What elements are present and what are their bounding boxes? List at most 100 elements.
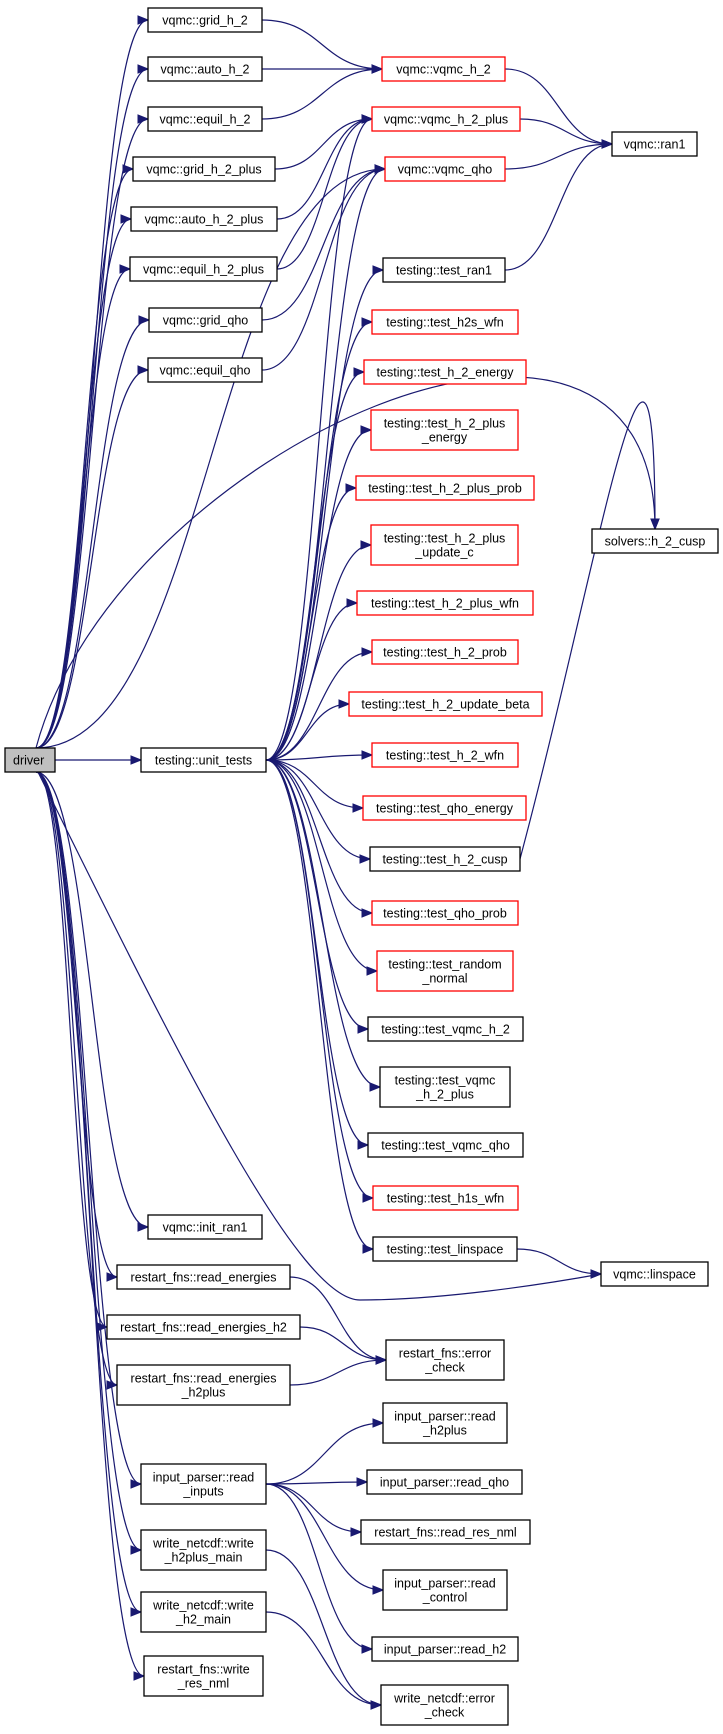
node-box [140,1591,267,1633]
node-test-h-2-update-beta[interactable]: testing::test_h_2_update_beta [348,691,543,717]
node-vqmc-qho[interactable]: vqmc::vqmc_qho [384,156,506,182]
node-label: testing::test_ran1 [396,264,492,278]
node-read-energies-h2plus[interactable]: restart_fns::read_energies_h2plus [116,1364,291,1406]
node-box [382,257,506,283]
edge-line [261,68,383,120]
node-test-linspace[interactable]: testing::test_linspace [372,1236,518,1262]
edge-read_inputs-to-read_h2plus [265,1418,385,1485]
node-unit-tests[interactable]: testing::unit_tests [140,747,267,773]
edge-line [265,429,372,761]
arrowhead [352,803,365,813]
node-read-qho[interactable]: input_parser::read_qho [366,1469,523,1495]
node-label: _h_2_plus [415,1088,474,1102]
edge-line [35,168,386,749]
edge-unit_tests-to-test_h_2_plus_wfn [265,598,359,761]
edge-line [265,759,373,914]
node-box [140,1529,267,1571]
node-read-h2plus[interactable]: input_parser::read_h2plus [382,1402,508,1444]
node-label: testing::test_h2s_wfn [386,316,503,330]
node-test-h-2-plus-prob[interactable]: testing::test_h_2_plus_prob [355,475,535,501]
node-equil-qho[interactable]: vqmc::equil_qho [147,357,263,383]
node-test-random-normal[interactable]: testing::test_random_normal [376,950,514,992]
node-test-vqmc-h-2[interactable]: testing::test_vqmc_h_2 [367,1016,524,1042]
node-box [143,1655,264,1697]
node-test-h-2-plus-wfn[interactable]: testing::test_h_2_plus_wfn [356,590,534,616]
edge-vqmc_h_2_plus-to-ran1 [519,118,614,149]
node-auto-h-2-plus[interactable]: vqmc::auto_h_2_plus [130,206,278,232]
node-write-h2plus-main[interactable]: write_netcdf::write_h2plus_main [140,1529,267,1571]
node-h-2-cusp[interactable]: solvers::h_2_cusp [591,528,719,554]
node-test-h2s-wfn[interactable]: testing::test_h2s_wfn [371,309,519,335]
node-test-vqmc-h-2-plus[interactable]: testing::test_vqmc_h_2_plus [379,1066,511,1108]
node-test-h-2-plus-update-c[interactable]: testing::test_h_2_plus_update_c [370,524,519,566]
arrowhead [130,1479,143,1489]
node-test-h-2-cusp[interactable]: testing::test_h_2_cusp [369,846,521,872]
node-test-qho-prob[interactable]: testing::test_qho_prob [371,900,519,926]
node-ran1[interactable]: vqmc::ran1 [611,131,698,157]
node-equil-h-2-plus[interactable]: vqmc::equil_h_2_plus [129,256,278,282]
node-label: testing::unit_tests [155,754,252,768]
node-test-h-2-prob[interactable]: testing::test_h_2_prob [371,639,519,665]
node-box [140,747,267,773]
arrowhead [370,1700,383,1710]
node-write-h2-main[interactable]: write_netcdf::write_h2_main [140,1591,267,1633]
node-nc-error-check[interactable]: write_netcdf::error_check [380,1684,509,1726]
arrowhead [130,1545,143,1555]
node-box [379,1066,511,1108]
node-equil-h-2[interactable]: vqmc::equil_h_2 [147,106,263,132]
node-read-energies-h2[interactable]: restart_fns::read_energies_h2 [106,1314,301,1340]
node-read-inputs[interactable]: input_parser::read_inputs [140,1463,267,1505]
node-driver[interactable]: driver [4,747,56,773]
node-test-h-2-energy[interactable]: testing::test_h_2_energy [363,359,527,385]
node-box [371,742,519,768]
arrowhead [350,1527,363,1537]
node-label: testing::test_vqmc_h_2 [381,1023,510,1037]
node-label: restart_fns::error [399,1347,491,1361]
node-init-ran1[interactable]: vqmc::init_ran1 [147,1214,263,1240]
arrowhead [360,425,373,435]
node-box [362,795,527,821]
node-linspace[interactable]: vqmc::linspace [600,1261,709,1287]
node-vqmc-h-2[interactable]: vqmc::vqmc_h_2 [381,56,506,82]
arrowhead [650,518,660,531]
node-read-energies[interactable]: restart_fns::read_energies [116,1264,291,1290]
node-test-h1s-wfn[interactable]: testing::test_h1s_wfn [372,1185,519,1211]
node-test-ran1[interactable]: testing::test_ran1 [382,257,506,283]
arrowhead [119,264,132,274]
edge-line [265,118,373,761]
node-grid-qho[interactable]: vqmc::grid_qho [148,307,263,333]
node-label: testing::test_h_2_energy [377,366,515,380]
node-label: testing::test_h_2_plus_wfn [371,597,519,611]
node-read-res-nml[interactable]: restart_fns::read_res_nml [360,1519,531,1545]
node-read-control[interactable]: input_parser::read_control [382,1569,508,1611]
edge-driver-to-equil_h_2_plus [35,264,132,749]
node-label: solvers::h_2_cusp [605,535,706,549]
edge-driver-to-read_inputs [35,771,143,1489]
node-auto-h-2[interactable]: vqmc::auto_h_2 [147,56,263,82]
edge-vqmc_qho-to-ran1 [504,139,614,170]
node-label: vqmc::equil_qho [159,364,250,378]
node-test-qho-energy[interactable]: testing::test_qho_energy [362,795,527,821]
node-vqmc-h-2-plus[interactable]: vqmc::vqmc_h_2_plus [371,106,521,132]
node-grid-h-2[interactable]: vqmc::grid_h_2 [147,7,263,33]
edge-driver-to-auto_h_2 [35,64,150,749]
node-label: testing::test_h_2_plus_prob [368,482,522,496]
node-test-h-2-plus-energy[interactable]: testing::test_h_2_plus_energy [370,409,519,451]
node-box [372,1185,519,1211]
node-grid-h-2-plus[interactable]: vqmc::grid_h_2_plus [132,156,276,182]
node-test-h-2-wfn[interactable]: testing::test_h_2_wfn [371,742,519,768]
edge-line [35,771,142,1485]
arrowhead [372,1418,385,1428]
node-read-h2[interactable]: input_parser::read_h2 [371,1636,519,1662]
edge-line [265,651,373,761]
node-error-check[interactable]: restart_fns::error_check [385,1339,505,1381]
edge-driver-to-grid_h_2_plus [35,164,135,749]
arrowhead [375,1355,388,1365]
edge-test_h_2_cusp-to-h_2_cusp [519,401,660,860]
node-label: testing::test_random [388,958,501,972]
node-label: testing::test_qho_prob [383,907,507,921]
edge-unit_tests-to-test_h1s_wfn [265,759,375,1203]
node-write-res-nml[interactable]: restart_fns::write_res_nml [143,1655,264,1697]
node-test-vqmc-qho[interactable]: testing::test_vqmc_qho [367,1132,524,1158]
arrowhead [345,483,358,493]
